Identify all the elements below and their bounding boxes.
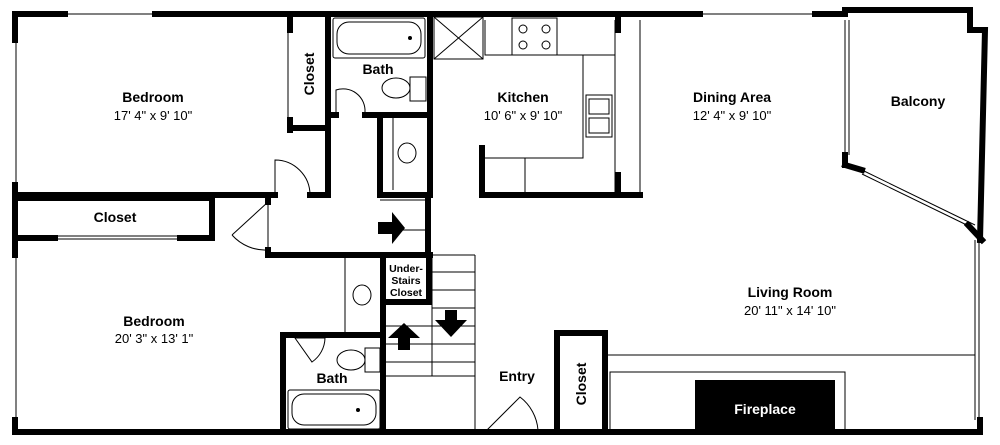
room-name-closet-entry: Closet bbox=[573, 362, 589, 405]
room-name-bath-top: Bath bbox=[362, 61, 393, 77]
fixtures bbox=[287, 16, 613, 430]
under-stairs-line2: Stairs bbox=[391, 275, 420, 287]
stair-arrows bbox=[378, 212, 467, 350]
room-name-closet-horizontal: Closet bbox=[94, 209, 137, 225]
room-dims-bedroom-bottom: 20' 3" x 13' 1" bbox=[115, 331, 194, 346]
arrow-down-icon bbox=[435, 310, 467, 337]
room-name-balcony: Balcony bbox=[891, 93, 946, 109]
fireplace-label: Fireplace bbox=[734, 401, 796, 417]
room-name-dining: Dining Area bbox=[693, 89, 771, 105]
sink-icon bbox=[397, 142, 417, 164]
room-name-bath-bottom: Bath bbox=[316, 370, 347, 386]
under-stairs-line3: Closet bbox=[390, 287, 423, 299]
room-dims-bedroom-top: 17' 4" x 9' 10" bbox=[114, 108, 193, 123]
fireplace-block bbox=[695, 380, 835, 430]
door-swings bbox=[231, 88, 539, 431]
room-name-kitchen: Kitchen bbox=[497, 89, 548, 105]
room-name-bedroom-top: Bedroom bbox=[122, 89, 183, 105]
room-name-closet-top: Closet bbox=[301, 52, 317, 95]
thin-lines bbox=[15, 13, 980, 430]
arrow-right-icon bbox=[378, 212, 405, 244]
room-dims-living: 20' 11" x 14' 10" bbox=[744, 303, 836, 318]
sink-icon-lower bbox=[352, 284, 372, 306]
room-name-entry: Entry bbox=[499, 368, 535, 384]
walls bbox=[12, 7, 989, 435]
stove-icon bbox=[511, 17, 558, 56]
under-stairs-line1: Under- bbox=[389, 263, 423, 275]
arrow-up-icon bbox=[388, 323, 420, 350]
room-dims-kitchen: 10' 6" x 9' 10" bbox=[484, 108, 563, 123]
room-name-living: Living Room bbox=[748, 284, 833, 300]
toilet-icon-lower bbox=[336, 349, 366, 371]
room-dims-dining: 12' 4" x 9' 10" bbox=[693, 108, 772, 123]
toilet-icon bbox=[381, 77, 411, 99]
room-name-bedroom-bottom: Bedroom bbox=[123, 313, 184, 329]
room-labels: Bedroom 17' 4" x 9' 10" Kitchen 10' 6" x… bbox=[94, 52, 946, 417]
